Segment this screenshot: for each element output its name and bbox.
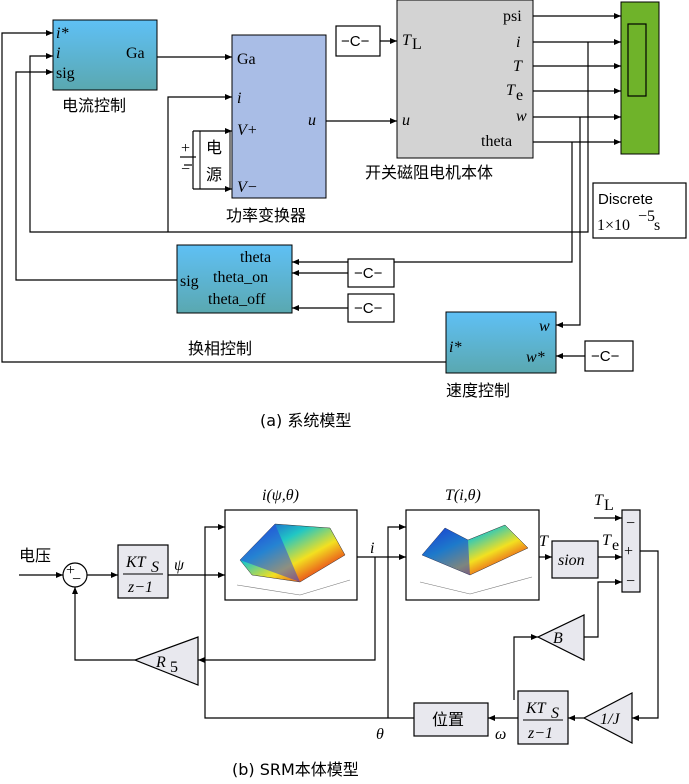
i-label: i bbox=[370, 540, 374, 557]
speed-label: 速度控制 bbox=[446, 381, 510, 400]
position-block[interactable]: 位置 bbox=[413, 702, 489, 737]
const-theta-off-block[interactable]: −C− bbox=[347, 293, 395, 323]
const-wstar-block[interactable]: −C− bbox=[584, 340, 634, 372]
sum2-minus-bottom: − bbox=[626, 573, 635, 590]
current-ctrl-port-sig: sig bbox=[56, 65, 75, 82]
lookup-table-i[interactable] bbox=[224, 509, 358, 601]
integ2-num-sub: S bbox=[551, 705, 559, 722]
current-ctrl-label: 电流控制 bbox=[62, 96, 126, 115]
sum1-plus: + bbox=[66, 562, 75, 579]
current-control-block[interactable]: i* i sig Ga bbox=[52, 19, 158, 91]
commutation-in-theta: theta bbox=[240, 249, 271, 266]
psi-label: ψ bbox=[174, 557, 185, 574]
integ2-den: z−1 bbox=[527, 725, 553, 742]
saturation-block[interactable]: sion bbox=[551, 540, 599, 579]
current-ctrl-port-istar: i* bbox=[56, 25, 68, 42]
motor-port-tl-sub: L bbox=[412, 36, 422, 53]
motor-out-psi: psi bbox=[503, 8, 522, 25]
discrete-block[interactable]: Discrete 1×10 −5 s bbox=[592, 182, 687, 239]
motor-port-tl: T bbox=[402, 32, 412, 49]
commutation-out-sig: sig bbox=[180, 273, 199, 290]
sion-label: sion bbox=[558, 552, 585, 569]
caption-a: (a) 系统模型 bbox=[260, 411, 351, 430]
power-conv-label: 功率变换器 bbox=[226, 206, 306, 225]
sum-junction-2[interactable]: − + − bbox=[621, 509, 641, 593]
integrator-1[interactable]: KT S z−1 bbox=[117, 544, 169, 599]
motor-out-te: T bbox=[506, 82, 516, 99]
motor-out-i: i bbox=[516, 34, 520, 51]
power-conv-port-vplus: V+ bbox=[237, 122, 258, 139]
gain-b[interactable]: B bbox=[536, 614, 585, 661]
supply-plus: + bbox=[181, 140, 190, 157]
speed-out-istar: i* bbox=[449, 339, 461, 356]
lookup-table-t[interactable] bbox=[405, 509, 540, 601]
supply-label-1: 电 bbox=[206, 138, 222, 157]
motor-label: 开关磁阻电机本体 bbox=[365, 163, 493, 182]
gain-r5-sub: 5 bbox=[170, 659, 178, 676]
const-theta-off-label: −C− bbox=[354, 300, 383, 317]
speed-in-wstar: w* bbox=[526, 349, 545, 366]
scope-block[interactable] bbox=[620, 1, 660, 155]
theta-label: θ bbox=[376, 726, 384, 743]
input-voltage-label: 电压 bbox=[19, 546, 51, 565]
current-ctrl-port-ga: Ga bbox=[126, 45, 145, 62]
motor-out-t: T bbox=[513, 58, 523, 75]
current-ctrl-port-i: i bbox=[56, 45, 60, 62]
position-label: 位置 bbox=[432, 710, 464, 729]
te-label: T bbox=[602, 532, 612, 549]
commutation-in-theta-off: theta_off bbox=[208, 291, 266, 308]
gain-r5-label: R bbox=[155, 654, 166, 671]
integrator-2[interactable]: KT S z−1 bbox=[517, 690, 569, 745]
motor-port-u: u bbox=[402, 112, 410, 129]
integ1-num-sub: S bbox=[151, 559, 159, 576]
commutation-block[interactable]: theta theta_on theta_off sig bbox=[176, 244, 293, 314]
gain-b-label: B bbox=[553, 630, 563, 647]
power-conv-port-vminus: V− bbox=[237, 179, 258, 196]
power-conv-port-u: u bbox=[308, 112, 316, 129]
sum2-minus-top: − bbox=[626, 515, 635, 532]
motor-out-theta: theta bbox=[481, 133, 512, 150]
discrete-line2b: s bbox=[654, 217, 660, 234]
te-sub: e bbox=[612, 537, 619, 554]
commutation-label: 换相控制 bbox=[188, 339, 252, 358]
gain-r5[interactable]: R 5 bbox=[133, 636, 199, 686]
discrete-line1: Discrete bbox=[598, 191, 653, 208]
power-conv-port-ga: Ga bbox=[237, 51, 256, 68]
sum-junction-1[interactable]: + − bbox=[62, 562, 88, 588]
power-converter-block[interactable]: Ga i V+ V− u bbox=[231, 34, 327, 199]
t-label: T bbox=[539, 533, 549, 550]
power-conv-port-i: i bbox=[237, 90, 241, 107]
gain-inv-j[interactable]: 1/J bbox=[582, 692, 633, 744]
dc-supply[interactable]: + − 电 源 bbox=[180, 130, 231, 190]
const-wstar-label: −C− bbox=[591, 348, 620, 365]
lut1-title: i(ψ,θ) bbox=[262, 487, 299, 504]
motor-block[interactable]: T L u psi i T T e w theta bbox=[396, 0, 534, 159]
integ1-den: z−1 bbox=[127, 579, 153, 596]
tl-sub: L bbox=[604, 497, 614, 514]
gain-inv-j-label: 1/J bbox=[600, 711, 620, 728]
discrete-line2exp: −5 bbox=[638, 208, 655, 225]
motor-out-te-sub: e bbox=[516, 87, 523, 104]
supply-minus: − bbox=[181, 161, 190, 178]
integ2-num: KT bbox=[525, 700, 547, 717]
integ1-num: KT bbox=[125, 554, 147, 571]
sum2-plus: + bbox=[624, 543, 633, 560]
tl-label: T bbox=[594, 492, 604, 509]
commutation-in-theta-on: theta_on bbox=[213, 269, 268, 286]
speed-in-w: w bbox=[539, 318, 550, 335]
speed-block[interactable]: w w* i* bbox=[445, 311, 557, 374]
motor-out-w: w bbox=[516, 108, 527, 125]
discrete-line2a: 1×10 bbox=[597, 217, 630, 234]
caption-b: (b) SRM本体模型 bbox=[232, 760, 359, 779]
const-tl-label: −C− bbox=[341, 33, 370, 50]
omega-label: ω bbox=[495, 726, 506, 743]
sum1-minus: − bbox=[72, 571, 81, 588]
const-theta-on-label: −C− bbox=[354, 265, 383, 282]
lut2-title: T(i,θ) bbox=[445, 487, 481, 504]
const-tl-block[interactable]: −C− bbox=[335, 25, 381, 57]
const-theta-on-block[interactable]: −C− bbox=[347, 258, 395, 288]
supply-label-2: 源 bbox=[206, 165, 222, 184]
